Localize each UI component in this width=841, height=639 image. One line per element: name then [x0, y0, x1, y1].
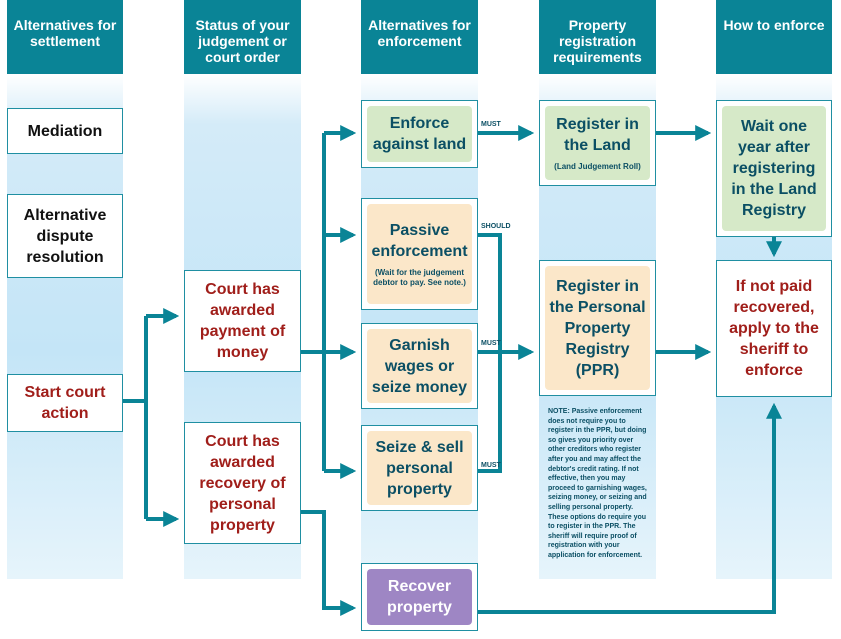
register-ppr-inner: Register in the Personal Property Regist…	[545, 266, 650, 390]
apply-sheriff-box: If not paid recovered, apply to the sher…	[716, 260, 832, 397]
garnish-label: Garnish wages or seize money	[371, 336, 468, 396]
seize-sell-box: Seize & sell personal property	[361, 425, 478, 511]
header-status: Status of your judgement or court order	[184, 0, 301, 74]
enforce-land-box: Enforce against land	[361, 100, 478, 168]
header-enforcement: Alternatives for enforcement	[361, 0, 478, 74]
wait-one-year-inner: Wait one year after registering in the L…	[722, 106, 826, 231]
passive-enforcement-note: (Wait for the judgement debtor to pay. S…	[373, 268, 466, 287]
register-land-inner: Register in the Land (Land Judgement Rol…	[545, 106, 650, 180]
recover-property-box: Recover property	[361, 563, 478, 631]
adr-label: Alternative dispute resolution	[23, 206, 107, 266]
enforce-land-label: Enforce against land	[372, 115, 467, 153]
seize-sell-label: Seize & sell personal property	[375, 438, 464, 498]
register-ppr-label: Register in the Personal Property Regist…	[549, 277, 646, 379]
column-bg-settlement	[7, 74, 123, 579]
money-award-box: Court has awarded payment of money	[184, 270, 301, 372]
must-label-seize: MUST	[481, 462, 501, 469]
passive-enforcement-box: Passive enforcement (Wait for the judgem…	[361, 198, 478, 310]
recover-property-inner: Recover property	[367, 569, 472, 625]
apply-sheriff-label: If not paid recovered, apply to the sher…	[729, 278, 819, 379]
mediation-box: Mediation	[7, 108, 123, 154]
garnish-inner: Garnish wages or seize money	[367, 329, 472, 403]
register-ppr-box: Register in the Personal Property Regist…	[539, 260, 656, 396]
money-award-label: Court has awarded payment of money	[199, 281, 286, 361]
header-how: How to enforce	[716, 0, 832, 74]
passive-enforcement-footnote: NOTE: Passive enforcement does not requi…	[548, 408, 647, 559]
seize-sell-inner: Seize & sell personal property	[367, 431, 472, 505]
wait-one-year-box: Wait one year after registering in the L…	[716, 100, 832, 237]
land-judgement-roll-label: (Land Judgement Roll)	[554, 162, 641, 171]
adr-box: Alternative dispute resolution	[7, 194, 123, 278]
garnish-box: Garnish wages or seize money	[361, 323, 478, 409]
register-land-box: Register in the Land (Land Judgement Rol…	[539, 100, 656, 186]
header-registration: Property registration requirements	[539, 0, 656, 74]
start-court-action-box: Start court action	[7, 374, 123, 432]
property-award-box: Court has awarded recovery of personal p…	[184, 422, 301, 544]
wait-one-year-label: Wait one year after registering in the L…	[731, 118, 817, 219]
property-award-label: Court has awarded recovery of personal p…	[199, 432, 286, 534]
passive-enforcement-label: Passive enforcement	[371, 222, 468, 260]
recover-property-label: Recover property	[387, 578, 452, 616]
must-label-garnish: MUST	[481, 340, 501, 347]
start-court-action-label: Start court action	[24, 384, 106, 422]
passive-enforcement-inner: Passive enforcement (Wait for the judgem…	[367, 204, 472, 304]
mediation-label: Mediation	[27, 122, 103, 140]
enforce-land-inner: Enforce against land	[367, 106, 472, 162]
must-label-land: MUST	[481, 121, 501, 128]
header-settlement: Alternatives for settlement	[7, 0, 123, 74]
register-land-label: Register in the Land	[556, 116, 639, 154]
should-label-passive: SHOULD	[481, 223, 511, 230]
